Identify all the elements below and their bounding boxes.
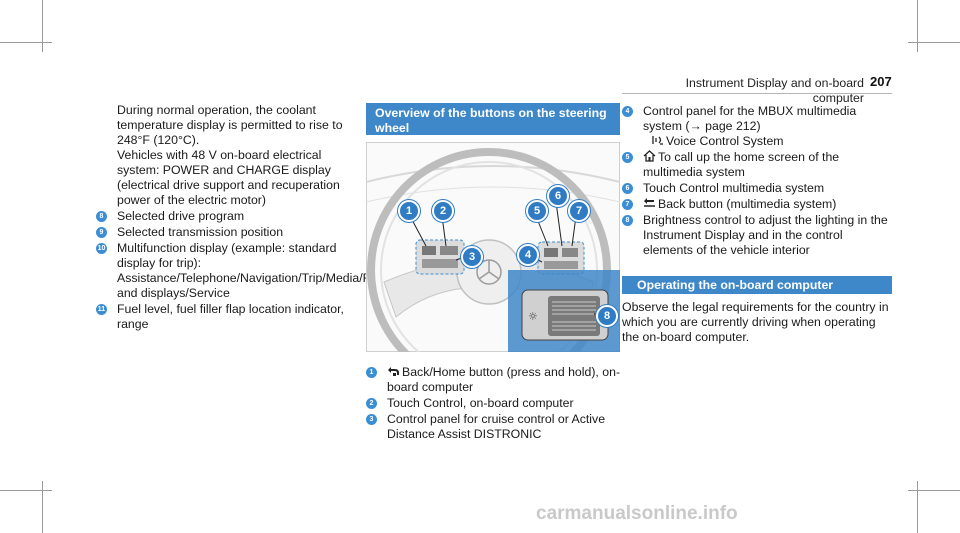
list-item: 6 Touch Control multimedia system <box>622 181 892 196</box>
figure-callout: 3 <box>461 246 483 268</box>
crop-mark <box>917 481 918 533</box>
overview-legend: 1 Back/Home button (press and hold), on-… <box>366 364 622 442</box>
watermark: carmanualsonline.info <box>536 503 738 524</box>
home-icon <box>643 150 656 162</box>
list-item-text: Back/Home button (press and hold), on-bo… <box>387 365 621 394</box>
list-item: 11 Fuel level, fuel filler flap location… <box>96 302 346 332</box>
coolant-paragraph: During normal operation, the coolant tem… <box>117 103 343 147</box>
list-item-text: Control panel for cruise control or Acti… <box>387 412 606 441</box>
crop-mark <box>0 42 52 43</box>
callout-number: 11 <box>96 304 107 315</box>
crop-mark <box>42 481 43 533</box>
list-item: 8 Selected drive program <box>96 209 346 224</box>
crop-mark <box>908 42 960 43</box>
callout-number: 7 <box>622 199 633 210</box>
running-header: Instrument Display and on-board computer <box>685 76 864 105</box>
right-column: 4 Control panel for the MBUX multimedia … <box>622 103 892 258</box>
operating-paragraph: Observe the legal requirements for the c… <box>622 300 889 344</box>
list-item-text: Multifunction display (example: standard… <box>117 241 432 300</box>
figure-callout: 8 <box>596 305 618 327</box>
callout-number: 4 <box>622 106 633 117</box>
list-item: 8 Brightness control to adjust the light… <box>622 213 892 258</box>
callout-number: 8 <box>96 211 107 222</box>
voice-control-icon <box>652 136 663 145</box>
section-heading-overview: Overview of the buttons on the steering … <box>366 103 620 135</box>
callout-number: 3 <box>366 414 377 425</box>
figure-callout: 2 <box>432 200 454 222</box>
list-item-text: To call up the home screen of the multim… <box>643 150 840 179</box>
list-item-text: Selected drive program <box>117 209 245 223</box>
callout-number: 10 <box>96 243 107 254</box>
callout-number: 5 <box>622 152 633 163</box>
figure-callout: 7 <box>568 200 590 222</box>
steering-wheel-figure: ☼ <box>366 142 620 352</box>
section-heading-operating: Operating the on-board computer <box>622 276 892 294</box>
header-rule <box>622 93 892 94</box>
list-item-text: Touch Control multimedia system <box>643 181 825 195</box>
left-column: During normal operation, the coolant tem… <box>96 103 432 332</box>
list-item: 9 Selected transmission position <box>96 225 346 240</box>
back-home-icon <box>388 367 399 376</box>
list-item: 1 Back/Home button (press and hold), on-… <box>366 365 622 395</box>
callout-number: 2 <box>366 398 377 409</box>
figure-callout: 6 <box>547 185 569 207</box>
list-item: 5 To call up the home screen of the mult… <box>622 150 892 180</box>
list-item-text: Fuel level, fuel filler flap location in… <box>117 302 344 331</box>
figure-callout: 4 <box>517 244 539 266</box>
list-item-text: Brightness control to adjust the lightin… <box>643 213 888 257</box>
list-item: 4 Control panel for the MBUX multimedia … <box>622 104 892 149</box>
list-item-text: Control panel for the MBUX multimedia sy… <box>643 104 857 133</box>
figure-callout: 5 <box>526 200 548 222</box>
callout-number: 6 <box>622 183 633 194</box>
page-number: 207 <box>870 74 892 89</box>
list-item: 3 Control panel for cruise control or Ac… <box>366 412 622 442</box>
list-item-text: Selected transmission position <box>117 225 284 239</box>
callout-number: 8 <box>622 215 633 226</box>
list-item-text: Back button (multimedia system) <box>658 197 837 211</box>
figure-callout: 1 <box>398 200 420 222</box>
power-paragraph: Vehicles with 48 V on-board electrical s… <box>117 148 340 207</box>
list-item: 2 Touch Control, on-board computer <box>366 396 622 411</box>
sub-item-text: Voice Control System <box>666 134 784 148</box>
svg-text:☼: ☼ <box>528 310 538 323</box>
list-item: 7 Back button (multimedia system) <box>622 197 892 212</box>
crop-mark <box>42 0 43 52</box>
crop-mark <box>917 0 918 52</box>
callout-number: 9 <box>96 227 107 238</box>
back-icon <box>644 198 655 207</box>
sub-item: Voice Control System <box>643 134 892 149</box>
crop-mark <box>908 490 960 491</box>
callout-number: 1 <box>366 367 377 378</box>
list-item: 10 Multifunction display (example: stand… <box>96 241 432 301</box>
list-item-text: Touch Control, on-board computer <box>387 396 574 410</box>
crop-mark <box>0 490 52 491</box>
